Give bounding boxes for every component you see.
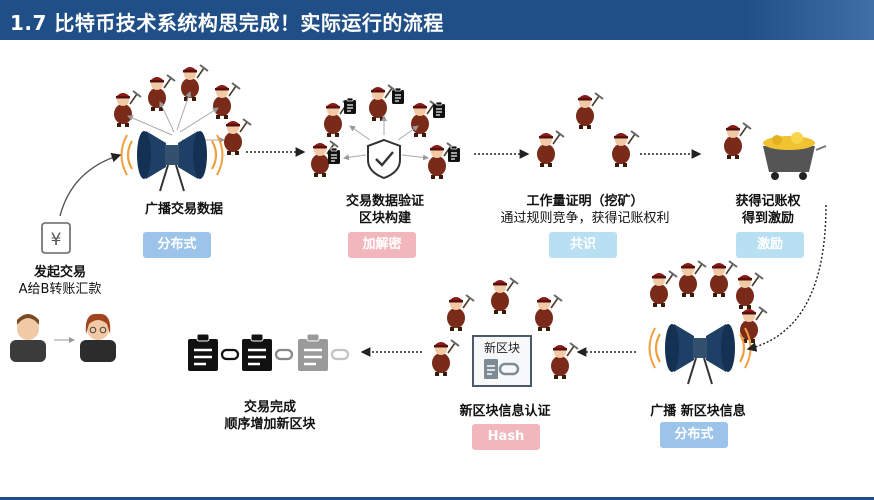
new-block-box-label: 新区块: [483, 341, 520, 355]
block-ledger-icon: [484, 359, 520, 379]
reward-image: [706, 122, 827, 181]
broadcast-badge: 分布式: [143, 232, 211, 258]
new-block-box: 新区块: [472, 335, 532, 387]
shield-check-icon: [367, 138, 401, 180]
page-title: 1.7 比特币技术系统构思完成！实际运行的流程: [10, 11, 444, 35]
pow-badge: 共识: [549, 232, 617, 258]
header-bar: 1.7 比特币技术系统构思完成！实际运行的流程: [0, 0, 874, 40]
bottom-rule: [0, 497, 874, 500]
flow-arrows: [59, 147, 827, 357]
header-decoration: [744, 0, 874, 40]
blockchain-icon: [188, 333, 350, 371]
verify-badge: 加解密: [348, 232, 416, 258]
reward-label: 获得记账权得到激励: [735, 194, 801, 226]
verify-rays: [343, 115, 429, 161]
broadcast-block-label: 广播 新区块信息: [650, 404, 746, 419]
mine-cart-icon: [763, 132, 827, 180]
pow-miners: [536, 92, 640, 168]
user-a-avatar: [10, 314, 46, 362]
new-block-badge: Hash: [472, 424, 540, 450]
broadcast-block-badge: 分布式: [660, 422, 728, 448]
broadcast-block-speaker-icon: [648, 322, 752, 386]
new-block-label: 新区块信息认证: [459, 404, 551, 419]
svg-text:¥: ¥: [51, 230, 62, 250]
reward-badge: 激励: [736, 232, 804, 258]
broadcast-label: 广播交易数据: [144, 202, 223, 217]
complete-label: 交易完成顺序增加新区块: [224, 400, 316, 432]
yen-icon: ¥: [41, 222, 71, 254]
pow-label: 工作量证明（挖矿）通过规则竞争，获得记账权利: [500, 194, 670, 226]
user-b-avatar: [80, 313, 116, 362]
verify-label: 交易数据验证区块构建: [345, 194, 424, 226]
